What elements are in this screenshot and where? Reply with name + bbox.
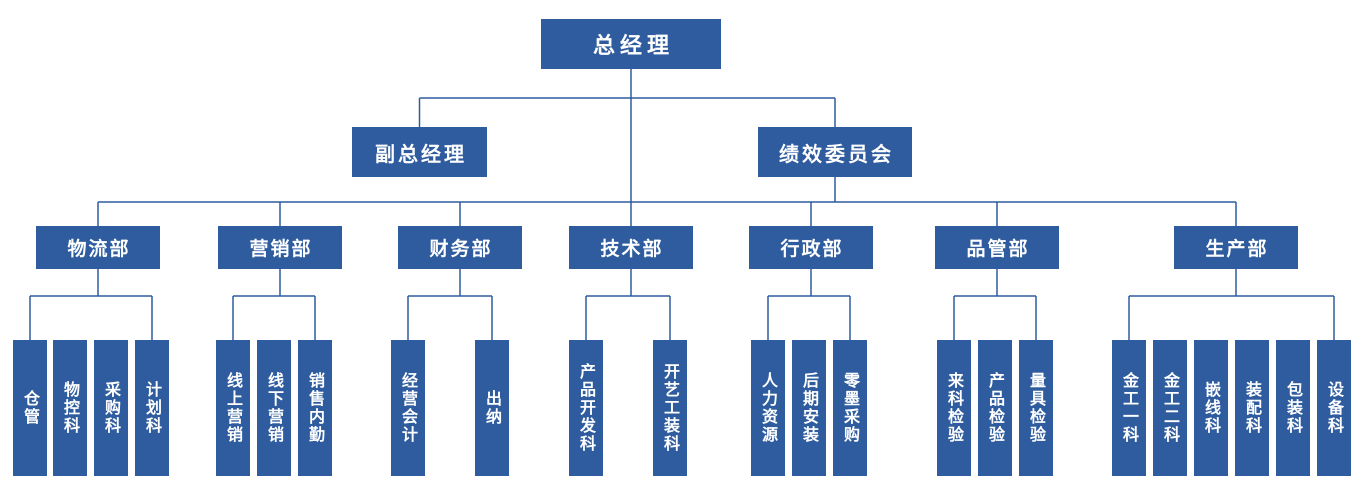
dept-box-technology: 技术部	[569, 226, 693, 269]
section-box-winding: 嵌线科	[1194, 340, 1228, 476]
section-box-sales-support: 销售内勤	[298, 340, 332, 476]
dept-box-marketing: 营销部	[218, 226, 342, 269]
section-box-sundry-purchasing: 零墨采购	[833, 340, 867, 476]
section-box-metalwork-1: 金工一科	[1112, 340, 1146, 476]
section-box-metalwork-2: 金工二科	[1153, 340, 1187, 476]
section-box-incoming-inspection: 来科检验	[937, 340, 971, 476]
section-box-gauge-inspection: 量具检验	[1019, 340, 1053, 476]
connector-group-administration	[767, 269, 851, 340]
connector-dept-risers	[97, 202, 1237, 226]
section-box-process-tooling: 开艺工装科	[653, 340, 687, 476]
dept-box-administration: 行政部	[749, 226, 873, 269]
section-box-online-marketing: 线上营销	[216, 340, 250, 476]
section-box-packaging: 包装科	[1276, 340, 1310, 476]
section-box-post-installation: 后期安装	[792, 340, 826, 476]
node-general-manager: 总经理	[541, 19, 721, 69]
section-box-purchasing: 采购科	[94, 340, 128, 476]
dept-box-production: 生产部	[1174, 226, 1298, 269]
section-box-assembly: 装配科	[1235, 340, 1269, 476]
connector-group-finance	[407, 269, 493, 340]
connector-group-technology	[585, 269, 671, 340]
section-box-cashier: 出纳	[475, 340, 509, 476]
connector-group-marketing	[232, 269, 316, 340]
section-box-management-accounting: 经营会计	[391, 340, 425, 476]
section-box-offline-marketing: 线下营销	[257, 340, 291, 476]
connector-group-production	[1128, 269, 1335, 340]
section-box-product-inspection: 产品检验	[978, 340, 1012, 476]
section-box-human-resources: 人力资源	[751, 340, 785, 476]
connector-group-quality	[953, 269, 1037, 340]
section-box-equipment: 设备科	[1317, 340, 1351, 476]
section-box-material-control: 物控科	[53, 340, 87, 476]
node-deputy-general-manager: 副总经理	[352, 127, 487, 177]
section-box-product-development: 产品开发科	[569, 340, 603, 476]
connector-group-logistics	[29, 269, 153, 340]
section-box-planning: 计划科	[135, 340, 169, 476]
node-performance-committee: 绩效委员会	[758, 127, 912, 177]
section-box-warehouse: 仓管	[13, 340, 47, 476]
dept-box-finance: 财务部	[398, 226, 522, 269]
dept-box-quality: 品管部	[935, 226, 1059, 269]
dept-box-logistics: 物流部	[36, 226, 160, 269]
